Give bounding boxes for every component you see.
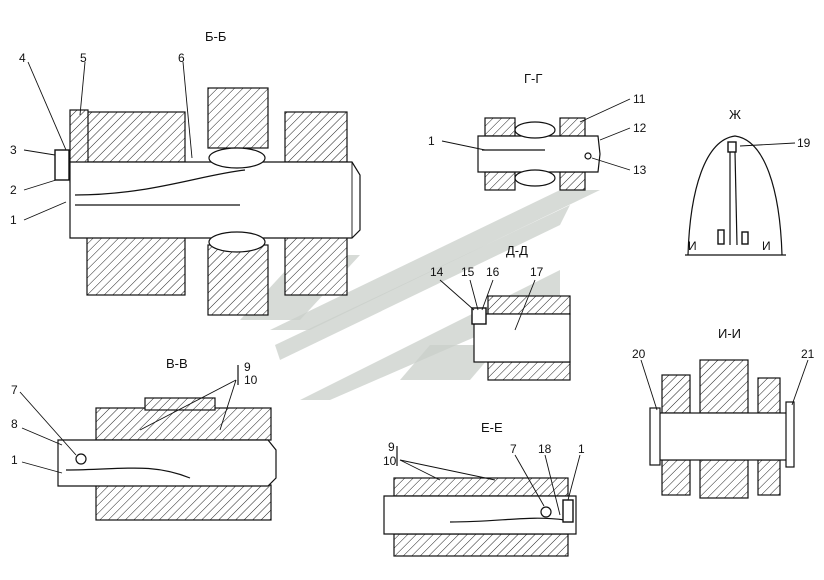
section-mark-i-left: И	[688, 239, 697, 253]
section-gg-title: Г-Г	[524, 71, 542, 86]
callout-12: 12	[633, 121, 647, 135]
section-mark-i-right: И	[762, 239, 771, 253]
callout-3: 3	[10, 143, 17, 157]
callout-18: 18	[538, 442, 552, 456]
callout-4: 4	[19, 51, 26, 65]
callout-9: 9	[244, 360, 251, 374]
callout-10: 10	[244, 373, 258, 387]
callout-9: 9	[388, 440, 395, 454]
callout-7: 7	[11, 383, 18, 397]
callout-2: 2	[10, 183, 17, 197]
callout-19: 19	[797, 136, 811, 150]
callout-16: 16	[486, 265, 500, 279]
section-ii: И-И 20 21	[632, 326, 815, 499]
section-dd: Д-Д 14 15 16 17	[430, 243, 571, 381]
callout-8: 8	[11, 417, 18, 431]
callout-6: 6	[178, 51, 185, 65]
view-zh-title: Ж	[729, 107, 741, 122]
callout-15: 15	[461, 265, 475, 279]
callout-14: 14	[430, 265, 444, 279]
section-bb-title: Б-Б	[205, 29, 226, 44]
section-ee: Е-Е 9 10 7 18 1	[383, 420, 585, 557]
callout-17: 17	[530, 265, 544, 279]
callout-1: 1	[11, 453, 18, 467]
callout-13: 13	[633, 163, 647, 177]
section-vv: В-В 9 10 7 8 1	[11, 356, 277, 521]
view-zh: Ж 19 И И	[685, 107, 811, 256]
callout-20: 20	[632, 347, 646, 361]
callout-1: 1	[428, 134, 435, 148]
section-bb: Б-Б 4 5 6 3 2 1	[10, 29, 361, 316]
callout-1: 1	[10, 213, 17, 227]
section-vv-title: В-В	[166, 356, 188, 371]
callout-7: 7	[510, 442, 517, 456]
section-gg: Г-Г 1 11 12 13	[428, 71, 647, 191]
section-dd-title: Д-Д	[506, 243, 528, 258]
callout-11: 11	[633, 92, 646, 106]
section-ee-title: Е-Е	[481, 420, 503, 435]
callout-5: 5	[80, 51, 87, 65]
callout-10: 10	[383, 454, 397, 468]
callout-1: 1	[578, 442, 585, 456]
callout-21: 21	[801, 347, 815, 361]
section-ii-title: И-И	[718, 326, 741, 341]
